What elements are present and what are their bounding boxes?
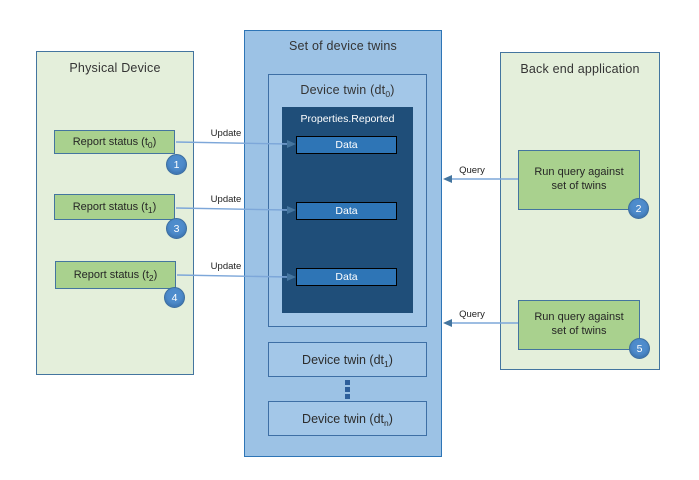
run-query-2-line1: Run query against	[534, 311, 624, 324]
report-status-box-t2: Report status (t2)	[55, 261, 176, 289]
run-query-2-line2: set of twins	[551, 325, 607, 337]
data-label-2: Data	[335, 271, 358, 283]
update-label-2: Update	[210, 194, 242, 205]
data-label-1: Data	[335, 205, 358, 217]
device-twin-n-box: Device twin (dtn)	[268, 401, 427, 436]
ellipsis-dot	[345, 380, 350, 385]
step-badge-3-number: 3	[173, 222, 180, 235]
step-badge-2: 2	[628, 198, 649, 219]
backend-title: Back end application	[520, 62, 640, 76]
run-query-box-2: Run query against set of twins	[518, 300, 640, 350]
data-box-2: Data	[296, 268, 397, 286]
step-badge-1: 1	[166, 154, 187, 175]
run-query-1-line2: set of twins	[551, 180, 607, 192]
ellipsis-dot	[345, 394, 350, 399]
properties-reported-label: Properties.Reported	[300, 113, 395, 125]
step-badge-4: 4	[164, 287, 185, 308]
step-badge-5: 5	[629, 338, 650, 359]
update-label-3: Update	[210, 261, 242, 272]
data-label-0: Data	[335, 139, 358, 151]
query-label-2: Query	[459, 309, 485, 320]
query-label-1: Query	[459, 165, 485, 176]
step-badge-5-number: 5	[636, 342, 643, 355]
report-status-box-t1: Report status (t1)	[54, 194, 175, 220]
step-badge-3: 3	[166, 218, 187, 239]
physical-device-title: Physical Device	[69, 61, 161, 75]
device-twin-1-box: Device twin (dt1)	[268, 342, 427, 377]
report-status-label-t2: Report status (t2)	[73, 269, 158, 283]
device-twin-0-title: Device twin (dt0)	[300, 83, 395, 99]
step-badge-1-number: 1	[173, 158, 180, 171]
step-badge-2-number: 2	[635, 202, 642, 215]
ellipsis-dot	[345, 387, 350, 392]
report-status-box-t0: Report status (t0)	[54, 130, 175, 154]
run-query-box-1: Run query against set of twins	[518, 150, 640, 210]
twin-set-title: Set of device twins	[288, 39, 398, 53]
report-status-label-t0: Report status (t0)	[72, 136, 157, 150]
device-twin-n-title: Device twin (dtn)	[302, 411, 393, 428]
device-twin-1-title: Device twin (dt1)	[302, 352, 393, 369]
report-status-label-t1: Report status (t1)	[72, 201, 157, 215]
update-label-1: Update	[210, 128, 242, 139]
run-query-1-line1: Run query against	[534, 166, 624, 179]
data-box-1: Data	[296, 202, 397, 220]
step-badge-4-number: 4	[171, 291, 178, 304]
data-box-0: Data	[296, 136, 397, 154]
